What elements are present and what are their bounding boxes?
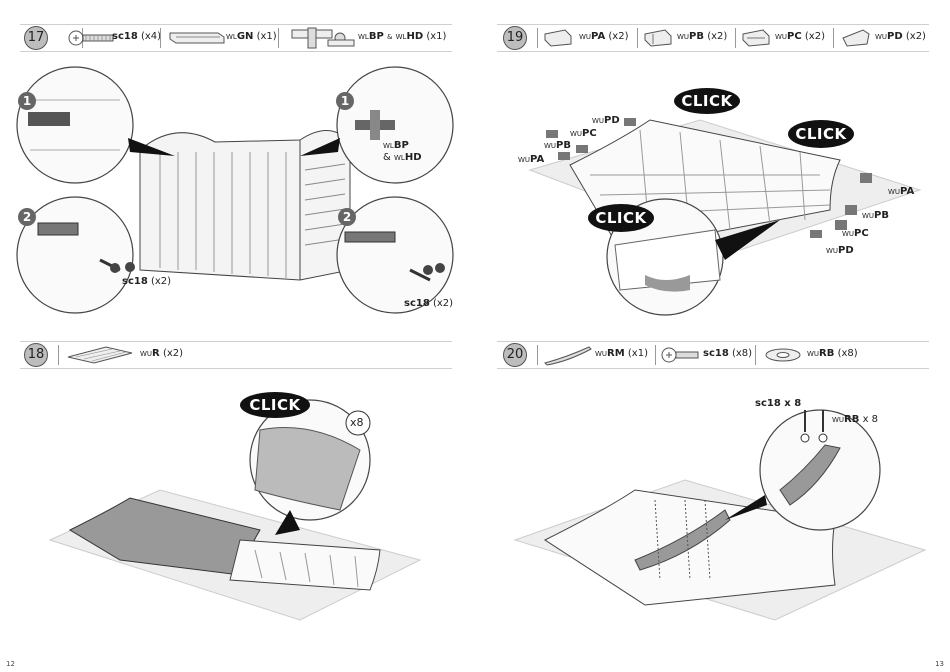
label-pa-right: WUPA <box>888 186 914 197</box>
step-19-header: 19 WUPA (x2) WUPB (x2) WUPC (x2) WUPD (x… <box>497 24 929 52</box>
step-17-badge-1-right: 1 <box>336 92 354 110</box>
sc18-x8-label: sc18 x 8 <box>755 398 801 409</box>
callout-sc18-right: sc18 (x2) <box>404 298 453 309</box>
separator <box>58 345 59 365</box>
callout-bp-hd: WLBP & WLHD <box>383 140 422 164</box>
label-pa: WUPA <box>518 154 544 165</box>
step-17-badge-2: 2 <box>18 208 36 226</box>
part-rb: WURB (x8) <box>807 348 858 359</box>
bp-hd-part-icon <box>288 26 358 50</box>
separator <box>755 345 756 365</box>
step-17-badge-1: 1 <box>18 92 36 110</box>
click-label: CLICK <box>240 392 310 418</box>
step-18-number: 18 <box>24 343 48 367</box>
separator <box>735 28 736 48</box>
part-sc18: sc18 (x8) <box>703 348 752 359</box>
part-rm: WURM (x1) <box>595 348 648 359</box>
step-17-illustration <box>0 60 470 320</box>
part-pb: WUPB (x2) <box>677 31 727 42</box>
click-label: CLICK <box>588 204 654 232</box>
washer-icon <box>763 347 803 363</box>
part-pc: WUPC (x2) <box>775 31 825 42</box>
label-pb-right: WUPB <box>862 210 889 221</box>
label-pb: WUPB <box>544 140 571 151</box>
rb-x8-label: WURB x 8 <box>832 414 878 425</box>
times-8-label: x8 <box>350 416 364 429</box>
click-label: CLICK <box>788 120 854 148</box>
pd-part-icon <box>841 28 871 48</box>
separator <box>655 345 656 365</box>
separator <box>537 345 538 365</box>
step-20-number: 20 <box>503 343 527 367</box>
step-18-illustration <box>40 390 460 630</box>
label-pd-right: WUPD <box>826 245 854 256</box>
part-gn: WLGN (x1) <box>226 31 277 42</box>
gn-part-icon <box>168 29 226 47</box>
separator <box>637 28 638 48</box>
separator <box>160 28 161 48</box>
step-20-illustration <box>505 390 935 630</box>
label-pc: WUPC <box>570 128 597 139</box>
pb-part-icon <box>643 28 673 48</box>
step-17-badge-2-right: 2 <box>338 208 356 226</box>
pa-part-icon <box>543 28 573 48</box>
part-bp-hd: WLBP & WLHD (x1) <box>358 31 446 42</box>
separator <box>278 28 279 48</box>
step-19-illustration <box>500 80 940 320</box>
page-number-right: 13 <box>935 660 944 668</box>
step-18-header: 18 WUR (x2) <box>20 341 452 369</box>
part-r: WUR (x2) <box>140 348 183 359</box>
pc-part-icon <box>741 28 771 48</box>
part-pa: WUPA (x2) <box>579 31 628 42</box>
step-17-header: 17 sc18 (x4) WLGN (x1) WLBP & WLHD (x1) <box>20 24 452 52</box>
page-number-left: 12 <box>6 660 15 668</box>
label-pc-right: WUPC <box>842 228 869 239</box>
roof-panel-icon <box>66 345 134 365</box>
step-20-header: 20 WURM (x1) sc18 (x8) WURB (x8) <box>497 341 929 369</box>
callout-sc18-left: sc18 (x2) <box>122 276 171 287</box>
step-17-number: 17 <box>24 26 48 50</box>
step-19-number: 19 <box>503 26 527 50</box>
click-label: CLICK <box>674 88 740 114</box>
separator <box>537 28 538 48</box>
label-pd: WUPD <box>592 115 620 126</box>
separator <box>833 28 834 48</box>
ridge-rm-icon <box>543 345 593 365</box>
screw-icon <box>661 347 701 363</box>
screw-icon <box>68 30 118 46</box>
part-pd: WUPD (x2) <box>875 31 926 42</box>
part-sc18: sc18 (x4) <box>112 31 161 42</box>
